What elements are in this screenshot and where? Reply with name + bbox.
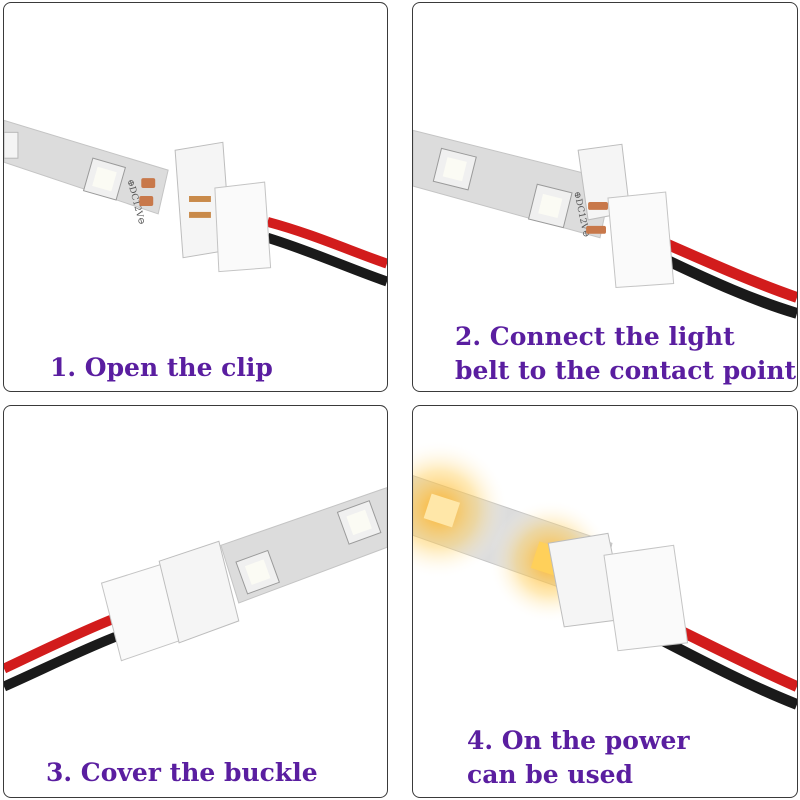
power-on-illustration: [413, 439, 797, 710]
led-chip-face: [244, 559, 271, 585]
copper-pad: [586, 225, 606, 234]
led-chip: [4, 131, 19, 159]
clip-lid: [158, 540, 240, 644]
led-chip-face: [538, 193, 563, 219]
copper-pad: [588, 201, 608, 210]
led-strip: [4, 119, 169, 215]
step-panel-1: ⊕DC12V⊖ 1. Open the clip: [3, 2, 388, 392]
clip-body: [603, 544, 689, 652]
caption-line: 2. Connect the light: [455, 322, 735, 351]
contact-pin: [189, 211, 211, 218]
step-caption-4: 4. On the power can be used: [467, 724, 690, 792]
caption-line: 1. Open the clip: [50, 353, 273, 382]
copper-pad: [141, 178, 156, 189]
cover-buckle-illustration: [4, 487, 387, 692]
led-chip-face: [346, 509, 372, 536]
contact-pin: [189, 196, 211, 202]
led-chip-face: [92, 166, 117, 192]
caption-line: 3. Cover the buckle: [46, 758, 318, 787]
led-glow: [413, 439, 509, 580]
connect-strip-illustration: ⊕DC12V⊖: [413, 129, 797, 319]
black-wire: [266, 233, 387, 287]
clip-body: [607, 191, 675, 289]
red-wire: [659, 236, 797, 303]
black-wire: [4, 632, 118, 692]
caption-line: 4. On the power: [467, 726, 690, 755]
red-wire: [4, 614, 116, 674]
caption-line: belt to the contact point: [455, 356, 797, 385]
step-panel-2: ⊕DC12V⊖ 2. Connect the light belt to the…: [412, 2, 798, 392]
step-caption-2: 2. Connect the light belt to the contact…: [455, 320, 796, 388]
copper-pad: [139, 196, 154, 206]
step-panel-3: 3. Cover the buckle: [3, 405, 388, 798]
caption-line: can be used: [467, 760, 634, 789]
step-caption-3: 3. Cover the buckle: [46, 756, 318, 790]
step-panel-4: 4. On the power can be used: [412, 405, 798, 798]
step-caption-1: 1. Open the clip: [50, 351, 273, 385]
clip-body: [214, 181, 272, 273]
open-clip-illustration: ⊕DC12V⊖: [4, 119, 387, 287]
black-wire: [649, 629, 797, 710]
lit-led-chip: [423, 493, 461, 528]
black-wire: [659, 252, 797, 319]
led-chip-face: [442, 157, 467, 182]
red-wire: [266, 217, 387, 269]
